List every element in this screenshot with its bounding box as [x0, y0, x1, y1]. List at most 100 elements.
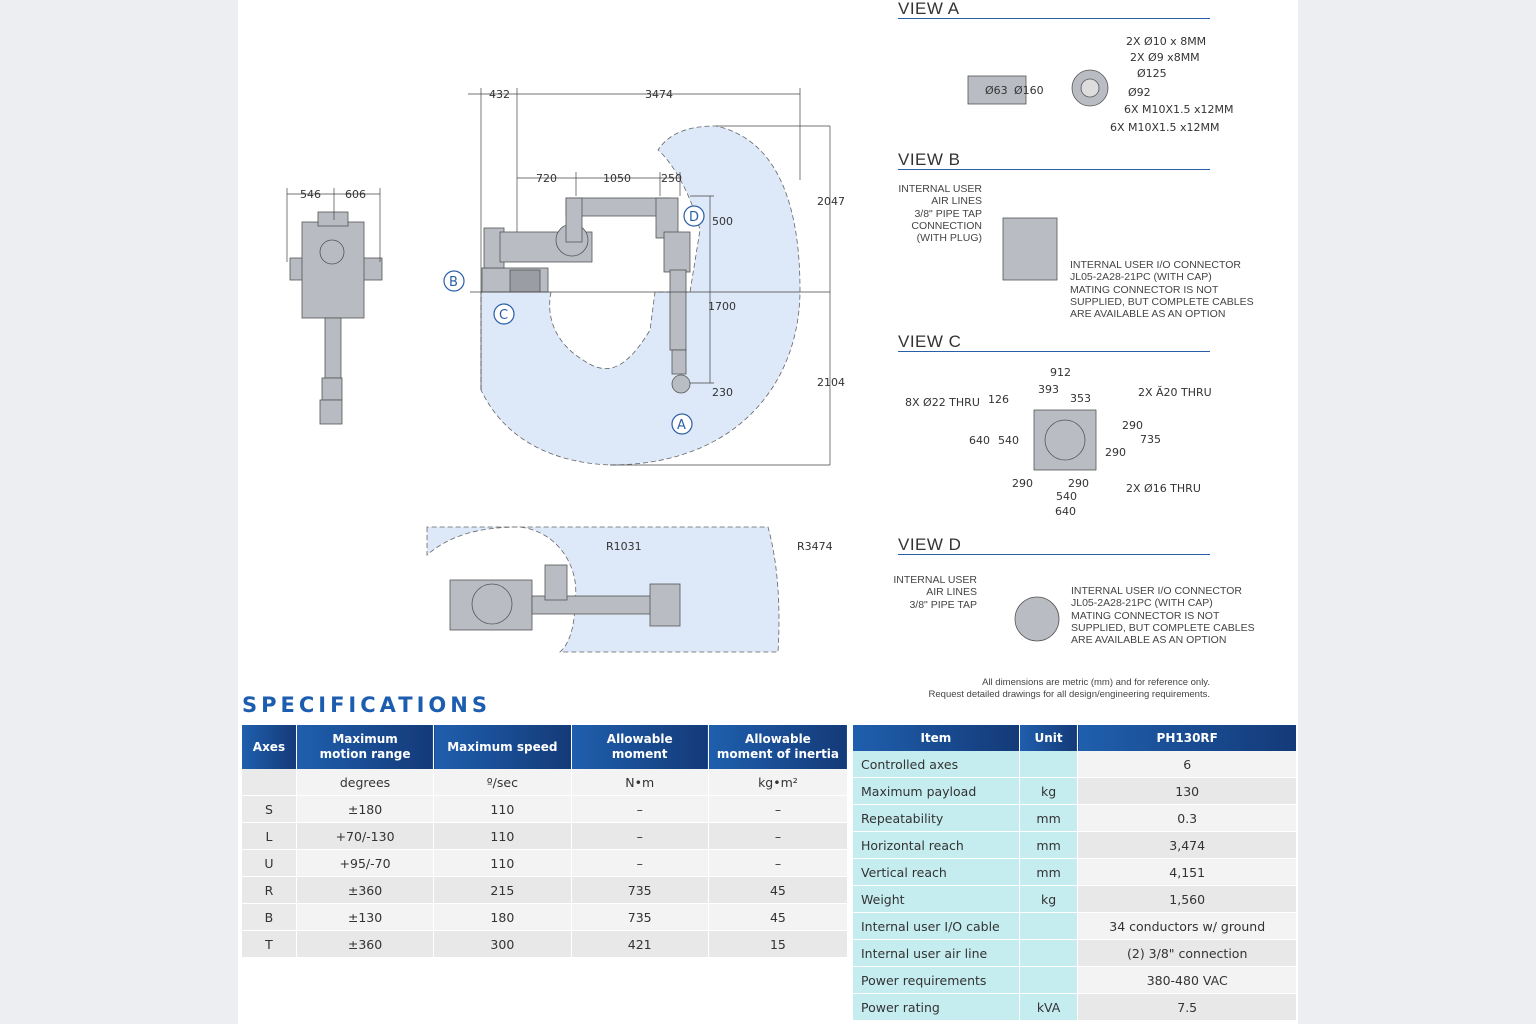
view-c-dim-640b: 640: [1055, 505, 1076, 518]
view-c-dim-290a: 290: [1122, 419, 1143, 432]
spec-item-cell: Internal user I/O cable: [853, 912, 1020, 940]
spec-val-cell: 7.5: [1077, 993, 1297, 1021]
col-unit: Unit: [1019, 725, 1079, 751]
axis-cell: T: [242, 930, 297, 958]
dim-r1031: R1031: [606, 540, 642, 553]
side-view-dims: [286, 188, 381, 262]
dim-2047: 2047: [817, 195, 845, 208]
dim-r3474: R3474: [797, 540, 833, 553]
dim-3474: 3474: [645, 88, 673, 101]
col-model: PH130RF: [1077, 725, 1297, 751]
spec-val-cell: (2) 3/8" connection: [1077, 939, 1297, 967]
axis-cell: 15: [708, 930, 849, 958]
main-view-dims: [468, 88, 831, 466]
axis-cell: R: [242, 876, 297, 904]
spec-val-cell: 6: [1077, 751, 1297, 778]
view-a-callout-1: 2X Ø10 x 8MM: [1126, 35, 1206, 48]
marker-b: B: [449, 275, 458, 290]
col-max-speed: Maximum speed: [433, 725, 572, 769]
spec-item-cell: Repeatability: [853, 804, 1020, 832]
marker-d: D: [689, 210, 699, 225]
view-c-callout-2: 2X Ă20 THRU: [1138, 386, 1212, 399]
view-c-dim-912: 912: [1050, 366, 1071, 379]
view-a-callout-6: 6X M10X1.5 x12MM: [1110, 121, 1220, 134]
view-c-dim-393: 393: [1038, 383, 1059, 396]
spec-row: Controlled axes 6: [853, 751, 1297, 778]
dim-2104: 2104: [817, 376, 845, 389]
spec-unit-cell: mm: [1019, 831, 1079, 859]
view-c-dim-540: 540: [998, 434, 1019, 447]
unit-cell: degrees: [296, 769, 435, 796]
view-c-callout-1: 8X Ø22 THRU: [905, 396, 980, 409]
dim-546: 546: [300, 188, 321, 201]
view-b-note-left: INTERNAL USER AIR LINES 3/8" PIPE TAP CO…: [898, 183, 982, 245]
marker-a: A: [677, 418, 686, 433]
view-a-drawing: [967, 69, 1109, 107]
specifications-heading: SPECIFICATIONS: [242, 693, 491, 717]
technical-drawing: 546 606 432 3474 720 1050 250: [286, 35, 1234, 653]
spec-val-cell: 380-480 VAC: [1077, 966, 1297, 994]
axis-cell: 110: [433, 795, 572, 823]
dimensions-footnote: All dimensions are metric (mm) and for r…: [928, 677, 1210, 701]
axis-cell: L: [242, 822, 297, 850]
dim-o63: Ø63: [985, 84, 1008, 97]
spec-row: Power requirements 380-480 VAC: [853, 966, 1297, 994]
spec-item-cell: Weight: [853, 885, 1020, 913]
col-moment-inertia: Allowable moment of inertia: [708, 725, 849, 769]
spec-val-cell: 0.3: [1077, 804, 1297, 832]
col-allowable-moment: Allowable moment: [571, 725, 709, 769]
axis-cell: S: [242, 795, 297, 823]
view-b-drawing: [1002, 217, 1058, 281]
view-c-dim-290b: 290: [1105, 446, 1126, 459]
view-c-callout-3: 2X Ø16 THRU: [1126, 482, 1201, 495]
dim-250: 250: [661, 172, 682, 185]
spec-item-cell: Horizontal reach: [853, 831, 1020, 859]
axis-cell: 45: [708, 903, 849, 931]
axis-cell: 735: [571, 903, 709, 931]
axis-cell: ±130: [296, 903, 435, 931]
axis-cell: 300: [433, 930, 572, 958]
unit-cell: [242, 769, 297, 796]
axis-cell: 45: [708, 876, 849, 904]
axis-cell: –: [571, 849, 709, 877]
view-c-dim-640: 640: [969, 434, 990, 447]
spec-item-cell: Power rating: [853, 993, 1020, 1021]
view-b-title: VIEW B: [898, 151, 1210, 170]
spec-item-cell: Maximum payload: [853, 777, 1020, 805]
spec-val-cell: 34 conductors w/ ground: [1077, 912, 1297, 940]
axis-cell: ±360: [296, 930, 435, 958]
col-axes: Axes: [242, 725, 297, 769]
view-c-dim-353: 353: [1070, 392, 1091, 405]
view-a-title: VIEW A: [898, 0, 1210, 19]
marker-c: C: [499, 308, 508, 323]
side-view-robot: [289, 211, 383, 425]
axis-cell: –: [571, 795, 709, 823]
axis-cell: U: [242, 849, 297, 877]
view-c-dim-290c: 290: [1012, 477, 1033, 490]
dim-606: 606: [345, 188, 366, 201]
view-a-callout-5: 6X M10X1.5 x12MM: [1124, 103, 1234, 116]
spec-item-cell: Vertical reach: [853, 858, 1020, 886]
axis-cell: 735: [571, 876, 709, 904]
axis-cell: 110: [433, 849, 572, 877]
dim-1700: 1700: [708, 300, 736, 313]
spec-item-cell: Power requirements: [853, 966, 1020, 994]
spec-unit-cell: [1019, 939, 1079, 967]
col-item: Item: [853, 725, 1020, 751]
axes-spec-table: Axes Maximum motion range Maximum speed …: [242, 725, 849, 958]
view-c-dim-540b: 540: [1056, 490, 1077, 503]
spec-val-cell: 1,560: [1077, 885, 1297, 913]
spec-val-cell: 4,151: [1077, 858, 1297, 886]
spec-item-cell: Controlled axes: [853, 751, 1020, 778]
view-markers: [443, 205, 705, 435]
units-row: degrees º/sec N•m kg•m²: [242, 769, 849, 796]
spec-unit-cell: kg: [1019, 885, 1079, 913]
